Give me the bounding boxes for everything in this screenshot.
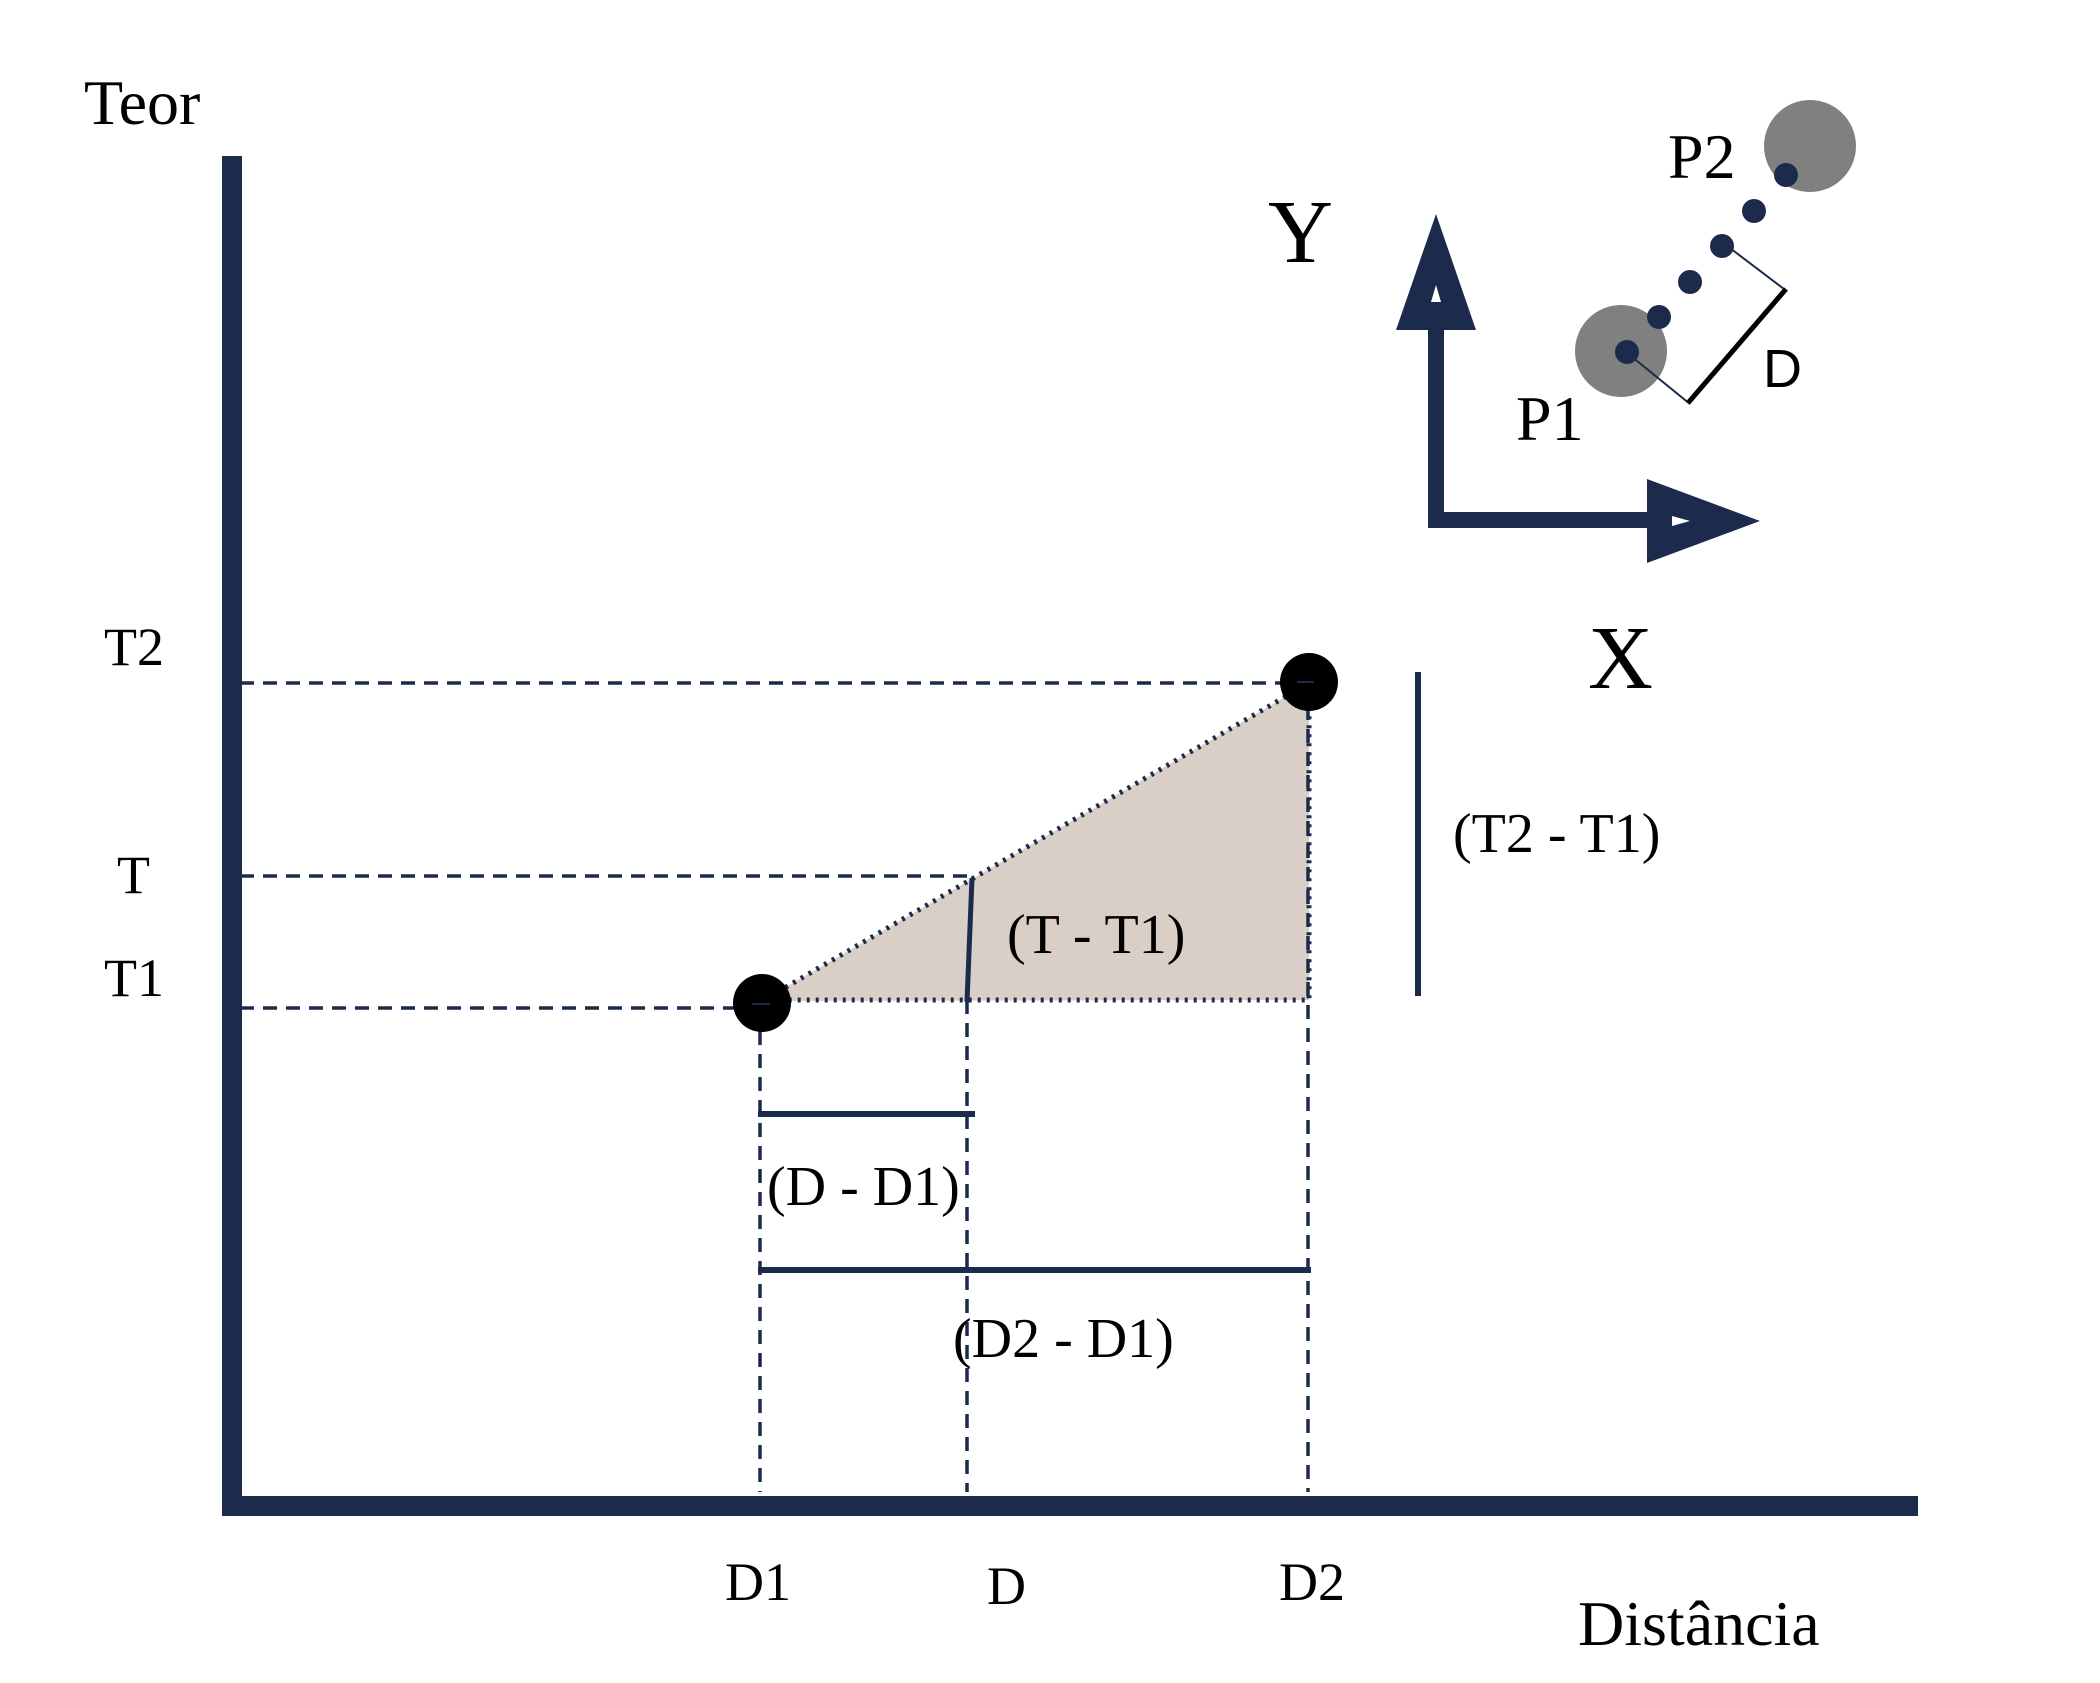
label-t-minus-t1: (T - T1): [1007, 904, 1185, 966]
x-tick-d: D: [987, 1556, 1026, 1616]
x-tick-d1: D1: [725, 1552, 791, 1612]
inset-p2-label: P2: [1668, 121, 1736, 192]
dot-2: [1647, 305, 1671, 329]
dot-1: [1615, 340, 1639, 364]
guide-lines: [240, 681, 1310, 1492]
inset-y-label: Y: [1268, 183, 1333, 282]
dot-5: [1742, 199, 1766, 223]
t-minus-t1-bar: [964, 877, 975, 1003]
dot-6: [1774, 163, 1798, 187]
inset-x-arrowhead: [1647, 479, 1760, 563]
triangle-outline: [760, 678, 1312, 1004]
dot-3: [1678, 270, 1702, 294]
label-d2-minus-d1: (D2 - D1): [953, 1308, 1174, 1370]
y-tick-t1: T1: [104, 948, 164, 1008]
x-axis-label: Distância: [1578, 1588, 1820, 1659]
label-t2-minus-t1: (T2 - T1): [1453, 803, 1660, 865]
inset-distance-label: D: [1763, 339, 1802, 399]
inset-x-label: X: [1588, 609, 1653, 708]
inset-y-arrow-notch: [1431, 285, 1441, 302]
inset-p1-label: P1: [1516, 383, 1584, 454]
y-axis-label: Teor: [84, 67, 200, 138]
inset-connecting-dots: [1615, 163, 1798, 364]
label-d-minus-d1: (D - D1): [767, 1156, 960, 1218]
inset-coordinate-system: Y X P1 P2 D: [1268, 100, 1856, 708]
inset-distance-line: [1686, 287, 1788, 405]
y-tick-t2: T2: [104, 617, 164, 677]
dot-4: [1710, 234, 1734, 258]
inset-extension-p1: [1625, 351, 1691, 405]
y-tick-t: T: [117, 845, 150, 905]
inset-x-arrow-notch: [1672, 516, 1690, 526]
x-tick-d2: D2: [1279, 1552, 1345, 1612]
inset-y-arrowhead: [1396, 214, 1476, 330]
